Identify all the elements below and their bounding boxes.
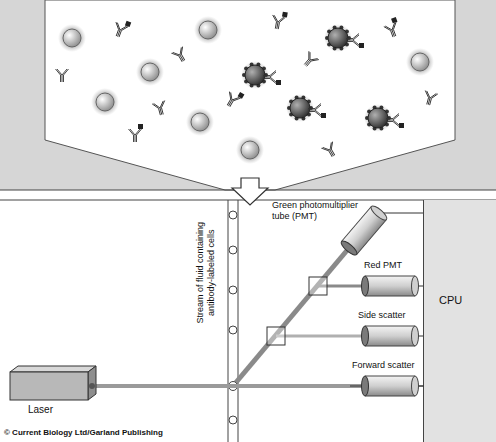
antibody: [301, 51, 319, 69]
node-label: Green photomultiplier tube (PMT): [272, 200, 366, 222]
node-label: Laser: [28, 404, 68, 416]
unlabeled-cell: [58, 24, 86, 52]
red-pmt: Red PMT: [355, 258, 420, 300]
labeled-cell: [364, 104, 392, 132]
stream-wall: [238, 200, 239, 442]
node-label: Side scatter: [358, 310, 418, 321]
unlabeled-cell: [91, 88, 119, 116]
green-pmt: Green photomultiplier tube (PMT): [268, 198, 400, 260]
antibody: [152, 101, 168, 117]
laser-side: [88, 366, 96, 400]
antibody: [111, 17, 131, 39]
stream-cell: [229, 326, 237, 334]
node-label: Forward scatter: [352, 360, 422, 371]
antibody: [270, 10, 287, 30]
labeled-cell: [286, 94, 314, 122]
node-label: Red PMT: [364, 260, 418, 271]
copyright-note: © Current Biology Ltd/Garland Publishing: [4, 428, 224, 438]
label-holder: © Current Biology Ltd/Garland Publishing: [4, 428, 224, 438]
unlabeled-cell: [136, 58, 164, 86]
forward-scatter-detector: Forward scatter: [350, 358, 424, 400]
funnel: [45, 0, 455, 190]
laser: Laser: [6, 364, 100, 420]
cell-suspension: [56, 10, 438, 164]
antibody: [346, 34, 364, 49]
antibody: [308, 104, 326, 119]
antibody: [171, 47, 189, 65]
laser-front: [10, 372, 88, 400]
stream-cell: [229, 416, 237, 424]
stream-cell: [229, 211, 237, 219]
antibody: [129, 124, 144, 142]
antibody: [56, 69, 69, 82]
stream-cells: [229, 211, 237, 424]
unlabeled-cell: [194, 16, 222, 44]
unlabeled-cell: [406, 48, 434, 76]
top-panel-ground: [0, 0, 496, 190]
antibody: [263, 71, 281, 86]
node-shape: [424, 200, 496, 442]
photomultiplier-cylinder: [362, 326, 419, 346]
stream-cell: [229, 246, 237, 254]
cpu-panel: CPU: [423, 200, 496, 442]
laser-top: [10, 366, 96, 372]
side-scatter-detector: Side scatter: [352, 308, 420, 350]
labeled-cell: [324, 24, 352, 52]
photomultiplier-cylinder: [362, 276, 419, 296]
side-scatter-beam: [276, 335, 365, 338]
laser-beam: [92, 384, 365, 388]
antibody: [223, 87, 245, 110]
beam-splitter: [309, 277, 327, 295]
labeled-cell: [241, 61, 269, 89]
unlabeled-cell: [186, 108, 214, 136]
antibody: [386, 114, 404, 129]
stream-wall: [228, 200, 229, 442]
photomultiplier-cylinder: [362, 376, 419, 396]
antibody: [422, 91, 438, 107]
stream-label: Stream of fluid containing antibody-labe…: [195, 213, 217, 333]
flow-arrow: [232, 178, 268, 205]
signal-wire: [400, 213, 423, 214]
emitted-light-beam: [233, 248, 349, 386]
label-holder: Stream of fluid containing antibody-labe…: [195, 213, 217, 333]
beam-splitter: [267, 327, 285, 345]
laser-beam: [100, 384, 350, 388]
unlabeled-cell: [236, 136, 264, 164]
antibody: [321, 142, 339, 160]
node-label: CPU: [439, 294, 489, 307]
stream-cell: [229, 286, 237, 294]
photomultiplier-cylinder: [339, 204, 389, 257]
antibody: [382, 17, 402, 39]
